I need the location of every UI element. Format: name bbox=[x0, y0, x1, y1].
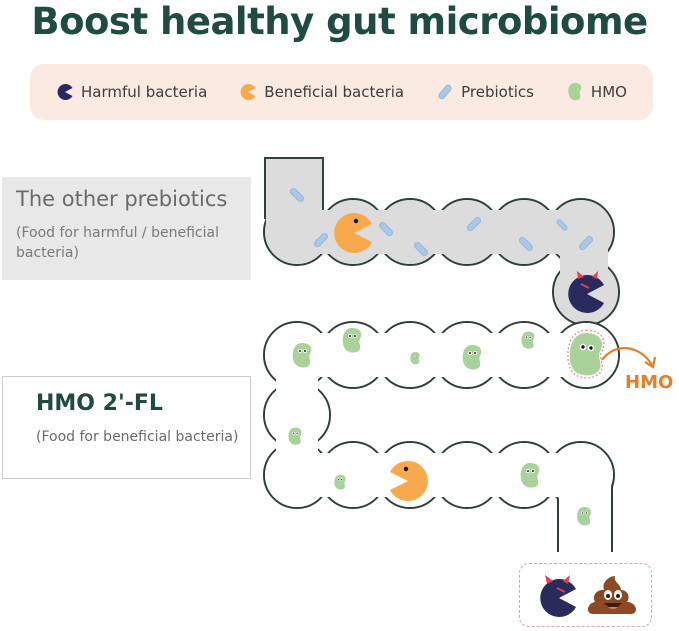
harmful-bacteria-icon bbox=[568, 271, 604, 313]
legend: Harmful bacteria Beneficial bacteria Pre… bbox=[30, 64, 653, 120]
legend-item-beneficial: Beneficial bacteria bbox=[239, 83, 404, 101]
beneficial-bacteria-icon bbox=[240, 84, 256, 100]
exit-harmful-bacteria-icon bbox=[540, 575, 576, 617]
hmo-icon bbox=[342, 328, 362, 353]
hmo-box: HMO 2'-FL (Food for beneficial bacteria) bbox=[2, 376, 251, 479]
hmo-icon bbox=[568, 83, 582, 101]
legend-label: Harmful bacteria bbox=[80, 83, 208, 101]
hmo-arrow-label: HMO bbox=[625, 372, 674, 393]
legend-item-hmo: HMO bbox=[566, 82, 627, 102]
legend-label: HMO bbox=[590, 83, 627, 101]
page-title: Boost healthy gut microbiome bbox=[31, 0, 648, 43]
hmo-tube bbox=[263, 321, 620, 560]
beneficial-bacteria-icon bbox=[334, 213, 372, 253]
hmo-icon bbox=[521, 331, 535, 349]
hmo-icon bbox=[462, 345, 482, 370]
hmo-icon bbox=[288, 427, 302, 445]
hmo-subtext: (Food for beneficial bacteria) bbox=[36, 429, 239, 445]
hmo-icon bbox=[520, 463, 540, 488]
hmo-arrow-icon bbox=[601, 346, 657, 369]
hmo-icon bbox=[410, 352, 420, 365]
poop-emoji-icon bbox=[587, 576, 636, 614]
other-prebiotics-box: The other prebiotics (Food for harmful /… bbox=[2, 177, 251, 280]
hmo-icon bbox=[577, 507, 591, 526]
beneficial-bacteria-icon bbox=[390, 461, 428, 501]
harmful-bacteria-icon bbox=[57, 84, 73, 100]
hmo-absorbing-bacteria bbox=[567, 329, 605, 379]
hmo-heading: HMO 2'-FL bbox=[36, 391, 163, 416]
other-prebiotics-subtext: (Food for harmful / beneficial bacteria) bbox=[16, 225, 219, 261]
hmo-icon bbox=[334, 474, 346, 490]
legend-item-harmful: Harmful bacteria bbox=[56, 83, 207, 101]
legend-label: Beneficial bacteria bbox=[264, 83, 405, 101]
legend-label: Prebiotics bbox=[461, 83, 534, 101]
prebiotic-icon bbox=[438, 84, 452, 100]
legend-item-prebiotics: Prebiotics bbox=[436, 83, 534, 101]
hmo-icon bbox=[292, 343, 312, 368]
exit-box bbox=[519, 563, 652, 627]
other-prebiotics-heading: The other prebiotics bbox=[16, 187, 228, 211]
